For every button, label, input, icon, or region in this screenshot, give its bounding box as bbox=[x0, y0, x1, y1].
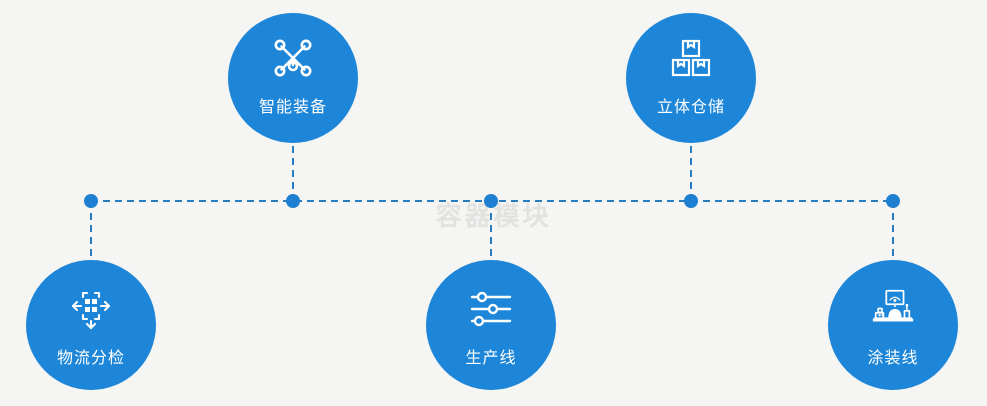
node-painting-line[interactable]: 涂装线 bbox=[828, 260, 958, 390]
sliders-icon bbox=[468, 286, 514, 332]
spine-dot-smart-equipment[interactable] bbox=[286, 194, 300, 208]
spine-dot-painting-line[interactable] bbox=[886, 194, 900, 208]
node-logistics-sorting[interactable]: 物流分检 bbox=[26, 260, 156, 390]
stacked-boxes-icon bbox=[668, 35, 714, 81]
node-stereo-warehouse[interactable]: 立体仓储 bbox=[626, 13, 756, 143]
node-smart-equipment[interactable]: 智能装备 bbox=[228, 13, 358, 143]
node-label-stereo-warehouse: 立体仓储 bbox=[656, 97, 725, 116]
spine-dot-production-line[interactable] bbox=[484, 194, 498, 208]
node-production-line[interactable]: 生产线 bbox=[426, 260, 556, 390]
spine-dot-logistics-sorting[interactable] bbox=[84, 194, 98, 208]
network-nodes-icon bbox=[270, 35, 316, 81]
spine-dot-stereo-warehouse[interactable] bbox=[684, 194, 698, 208]
sorting-arrows-icon bbox=[68, 286, 114, 332]
node-label-logistics-sorting: 物流分检 bbox=[56, 348, 125, 367]
node-label-production-line: 生产线 bbox=[465, 348, 517, 367]
painting-machine-icon bbox=[870, 286, 916, 332]
node-label-smart-equipment: 智能装备 bbox=[258, 97, 327, 116]
node-label-painting-line: 涂装线 bbox=[867, 348, 919, 367]
